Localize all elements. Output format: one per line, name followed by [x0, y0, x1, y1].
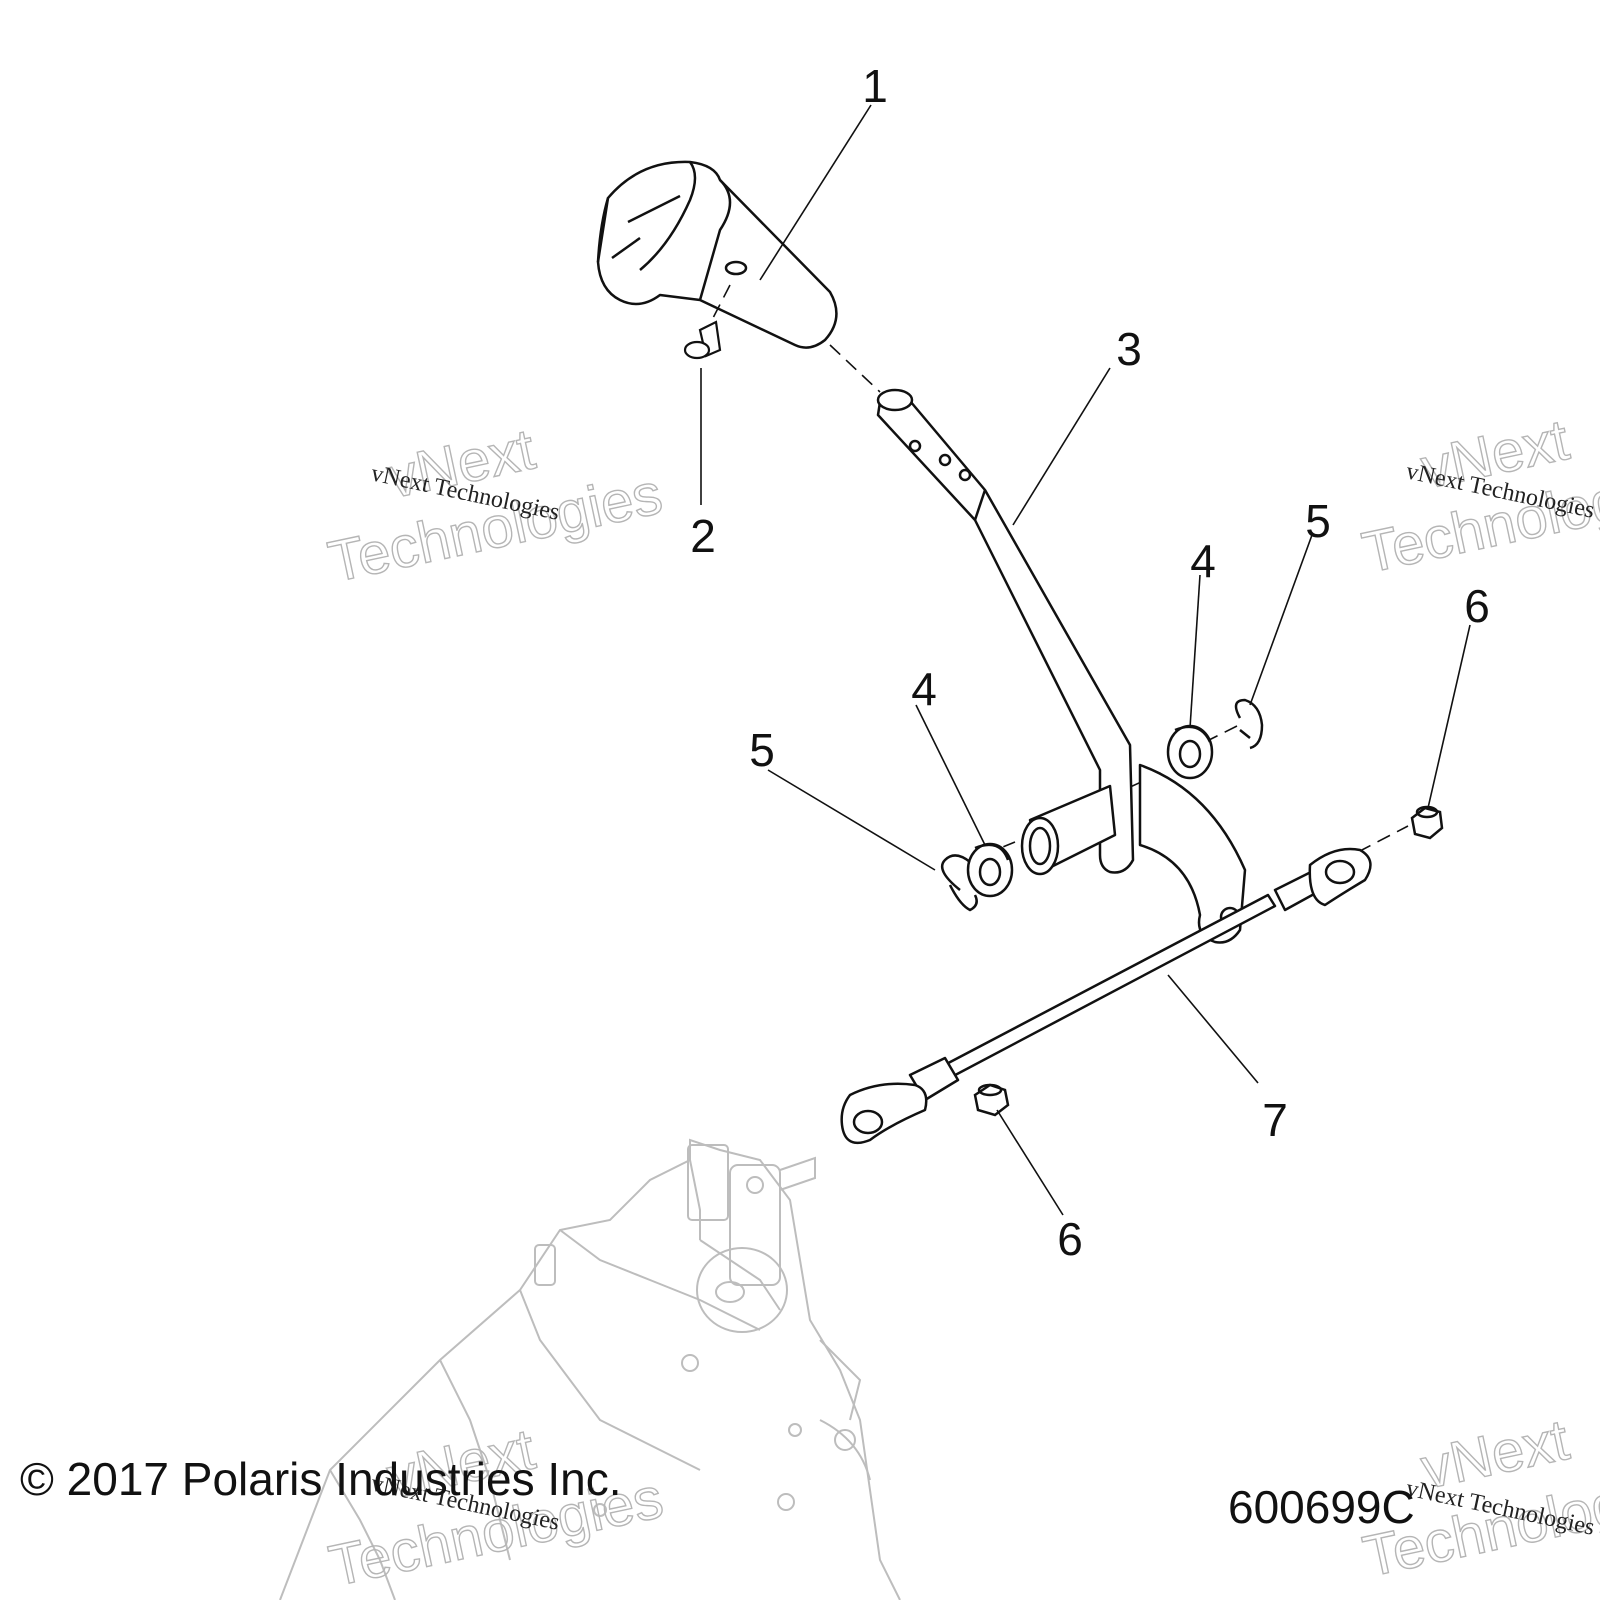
- callout-5-left: 5: [749, 724, 775, 776]
- knob-screw: [683, 320, 722, 360]
- assembly-lines: [712, 284, 1409, 856]
- callout-3: 3: [1116, 323, 1142, 375]
- e-clip-right: [1234, 698, 1264, 750]
- shift-linkage-rod: [840, 847, 1372, 1145]
- callout-4-left: 4: [911, 663, 937, 715]
- leader-lines: [700, 104, 1471, 1216]
- callout-4-right: 4: [1190, 535, 1216, 587]
- diagram-part-number: 600699C: [1228, 1481, 1415, 1533]
- bushing-left: [966, 842, 1014, 898]
- callout-6-top: 6: [1464, 580, 1490, 632]
- callout-7: 7: [1262, 1094, 1288, 1146]
- shift-knob: [596, 160, 838, 349]
- bushing-right: [1166, 724, 1214, 780]
- e-clip-left: [940, 854, 978, 912]
- shift-lever: [876, 388, 1247, 944]
- nut-bottom: [973, 1083, 1010, 1117]
- transmission-housing: [279, 1138, 901, 1600]
- copyright-notice: © 2017 Polaris Industries Inc.: [20, 1453, 622, 1505]
- callout-2: 2: [690, 510, 716, 562]
- nut-top: [1410, 805, 1444, 840]
- callout-6-bottom: 6: [1057, 1213, 1083, 1265]
- callout-1: 1: [862, 60, 888, 112]
- callout-5-right: 5: [1305, 495, 1331, 547]
